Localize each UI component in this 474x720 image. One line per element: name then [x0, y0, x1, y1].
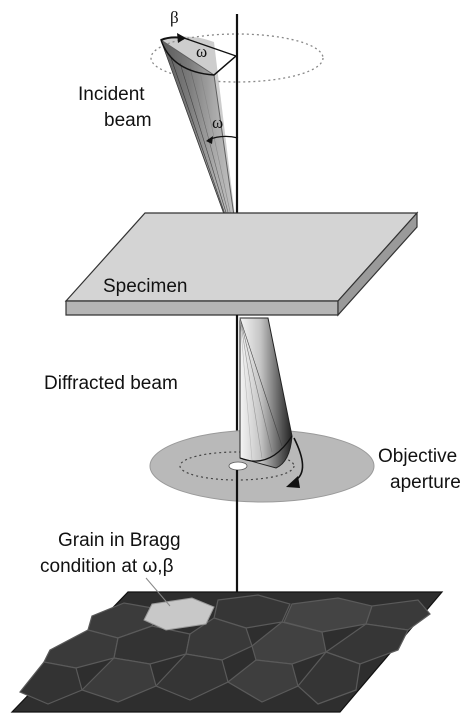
diffracted-cone	[239, 317, 293, 469]
beta-label-top: β	[170, 8, 179, 27]
omega-label-top: ω	[196, 42, 207, 61]
rotation-orbit	[150, 33, 324, 83]
rotation-arrowhead-top	[177, 33, 186, 43]
aperture-hole	[228, 461, 248, 471]
grain-floor	[10, 591, 444, 713]
aperture-rotation-arrowhead	[286, 476, 300, 488]
incident-beam-label-2: beam	[104, 110, 152, 131]
omega-label-mid: ω	[212, 113, 223, 132]
incident-beam-label-1: Incident	[78, 84, 145, 105]
specimen-slab	[64, 211, 419, 317]
incident-cone	[160, 33, 241, 259]
grain-label-2: condition at ω,β	[40, 556, 174, 577]
diffracted-beam-label: Diffracted beam	[44, 373, 178, 394]
objective-aperture-label-2: aperture	[390, 472, 461, 493]
grain-label-1: Grain in Bragg	[58, 530, 181, 551]
grain-leader-line	[145, 577, 171, 607]
specimen-label: Specimen	[103, 276, 188, 297]
objective-aperture-label-1: Objective	[378, 446, 457, 467]
bright-grain	[143, 597, 215, 631]
